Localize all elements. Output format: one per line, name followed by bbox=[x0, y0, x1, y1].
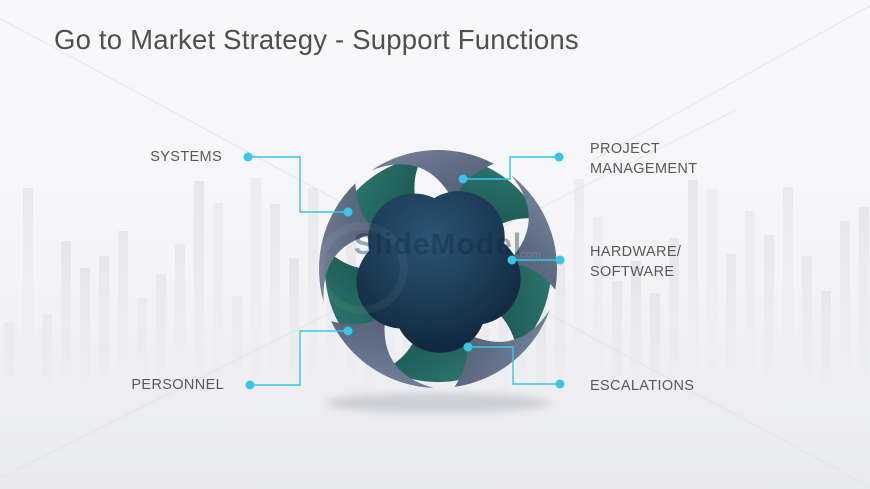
slide-title: Go to Market Strategy - Support Function… bbox=[54, 24, 579, 55]
decorative-bar bbox=[612, 280, 622, 402]
label-hardware-line1: HARDWARE/ bbox=[590, 244, 682, 260]
decorative-bar bbox=[517, 321, 527, 402]
decorative-bar bbox=[156, 274, 166, 402]
decorative-bar bbox=[707, 188, 717, 402]
decorative-bar bbox=[118, 231, 128, 402]
decorative-bar bbox=[574, 179, 584, 402]
connector-personnel bbox=[250, 330, 348, 386]
connector-lines bbox=[243, 152, 565, 390]
label-project-management: PROJECT MANAGEMENT bbox=[590, 139, 697, 179]
decorative-bar bbox=[498, 250, 508, 402]
dot-project-label bbox=[554, 152, 564, 162]
decorative-bar bbox=[479, 274, 489, 402]
decorative-bar bbox=[232, 296, 242, 402]
decorative-bar bbox=[213, 202, 223, 402]
decorative-bar bbox=[99, 256, 109, 402]
label-personnel-text: PERSONNEL bbox=[131, 377, 224, 393]
decorative-bar bbox=[859, 206, 869, 402]
dot-personnel-blade bbox=[343, 326, 353, 336]
dot-systems-label bbox=[243, 152, 253, 162]
decorative-bar bbox=[840, 221, 850, 402]
label-systems: SYSTEMS bbox=[100, 147, 222, 167]
decorative-bar bbox=[270, 203, 280, 402]
label-hardware-software: HARDWARE/ SOFTWARE bbox=[590, 242, 681, 282]
decorative-bar bbox=[42, 313, 52, 402]
dot-escalations-blade bbox=[463, 342, 473, 352]
decorative-bar bbox=[80, 267, 90, 402]
label-personnel: PERSONNEL bbox=[100, 375, 224, 395]
decorative-bar bbox=[251, 177, 261, 402]
decorative-bar bbox=[23, 188, 33, 402]
decorative-bar bbox=[555, 261, 565, 402]
label-escalations-text: ESCALATIONS bbox=[590, 378, 695, 394]
core-lobe bbox=[368, 193, 461, 286]
label-escalations: ESCALATIONS bbox=[590, 376, 694, 396]
dot-hardware-label bbox=[555, 255, 565, 265]
decorative-bar bbox=[631, 261, 641, 402]
core-flower bbox=[356, 191, 521, 353]
decorative-bar bbox=[669, 238, 679, 402]
decorative-bar bbox=[821, 290, 831, 402]
decorative-bar bbox=[593, 217, 603, 402]
decorative-bar bbox=[802, 256, 812, 402]
diagram-shadow bbox=[326, 393, 550, 413]
decorative-bar bbox=[726, 253, 736, 402]
dot-project-blade bbox=[458, 174, 468, 184]
dot-personnel-label bbox=[245, 380, 255, 390]
dot-escalations-label bbox=[555, 379, 565, 389]
decorative-bar bbox=[194, 181, 204, 402]
label-project-line1: PROJECT bbox=[590, 141, 661, 157]
decorative-bar bbox=[175, 243, 185, 402]
decorative-bar bbox=[745, 210, 755, 402]
decorative-bar bbox=[688, 179, 698, 402]
dot-systems-blade bbox=[343, 207, 353, 217]
watermark-text: SlideModel bbox=[354, 228, 522, 261]
connector-systems bbox=[248, 156, 348, 213]
decorative-bar bbox=[61, 241, 71, 402]
watermark-glyph bbox=[316, 222, 408, 314]
decorative-bar bbox=[308, 187, 318, 402]
decorative-bar bbox=[764, 235, 774, 402]
decorative-bar bbox=[783, 186, 793, 402]
decorative-bar bbox=[650, 292, 660, 402]
watermark-tld: .com bbox=[517, 249, 541, 261]
connector-project-management bbox=[463, 156, 559, 180]
decorative-bar bbox=[536, 298, 546, 402]
decorative-bar bbox=[137, 297, 147, 402]
decorative-bar bbox=[4, 322, 14, 402]
label-project-line2: MANAGEMENT bbox=[590, 161, 698, 177]
label-hardware-line2: SOFTWARE bbox=[590, 264, 675, 280]
label-systems-text: SYSTEMS bbox=[150, 149, 222, 165]
connector-escalations bbox=[468, 346, 560, 385]
dot-hardware-blade bbox=[507, 255, 517, 265]
